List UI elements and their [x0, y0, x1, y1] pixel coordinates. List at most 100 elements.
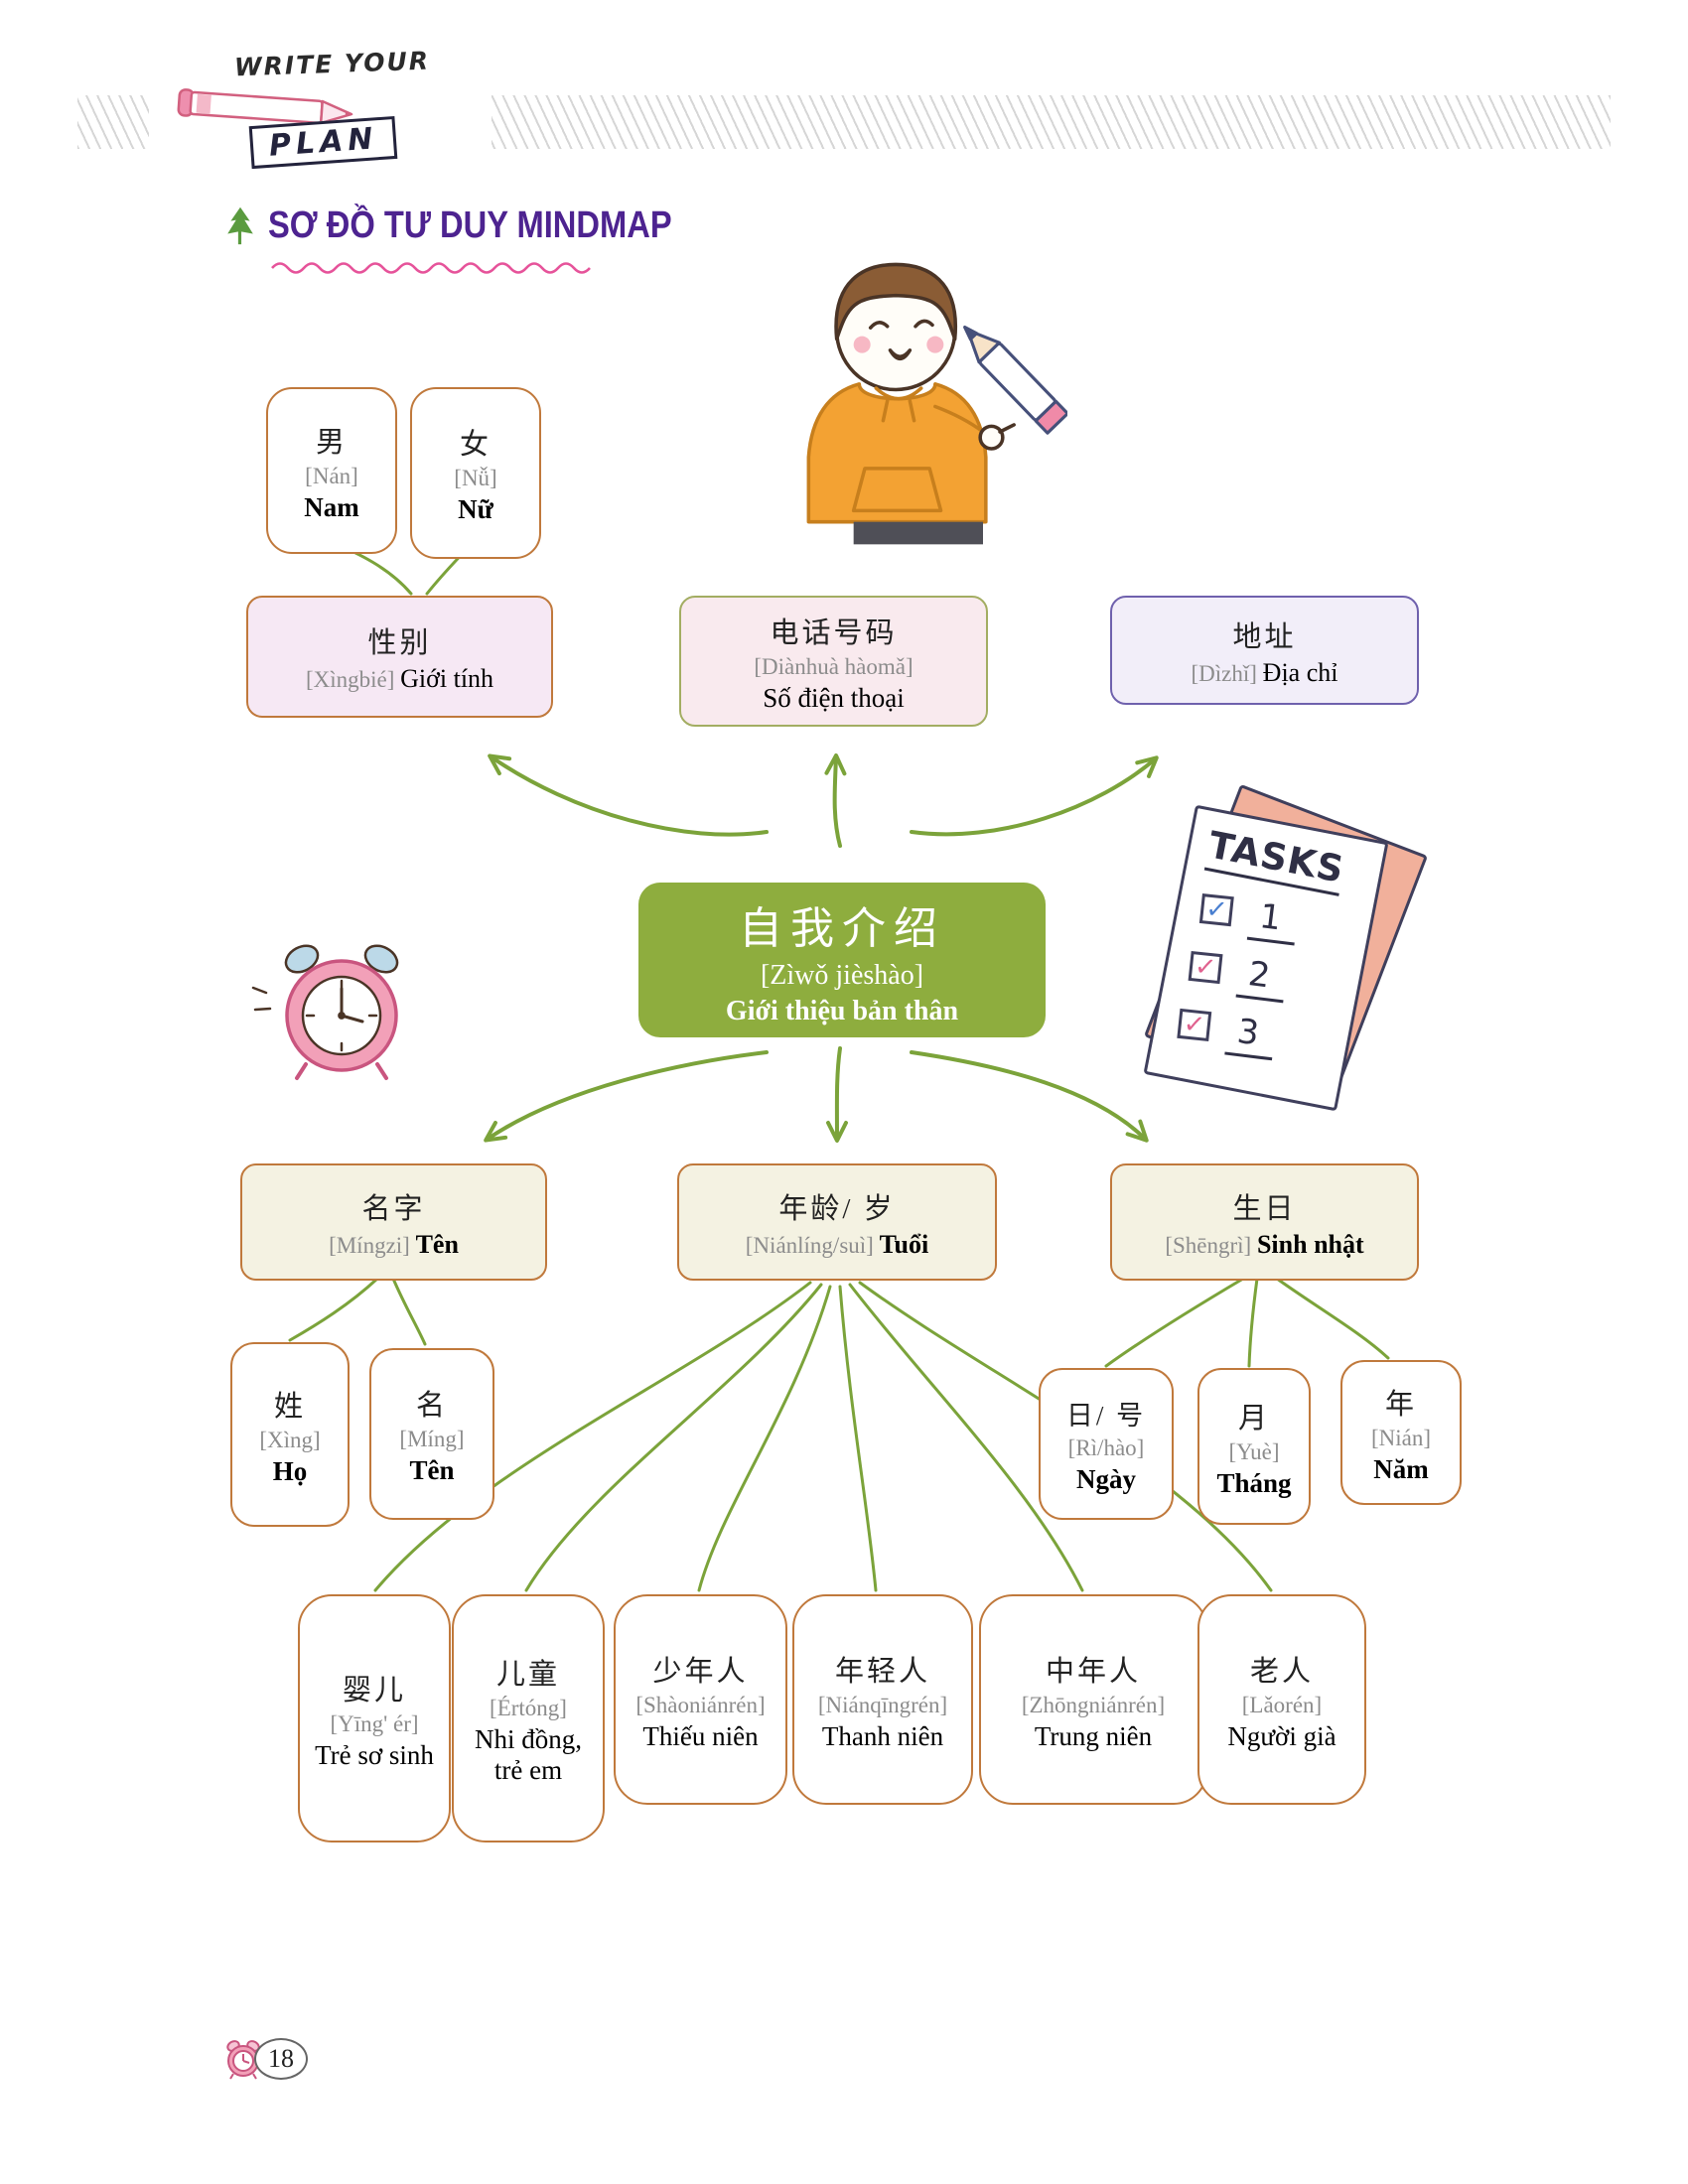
node-teenager: 少年人 [Shàoniánrén] Thiếu niên [614, 1594, 787, 1805]
node-middle-aged: 中年人 [Zhōngniánrén] Trung niên [979, 1594, 1207, 1805]
checkbox-checked-icon: ✓ [1177, 1008, 1212, 1041]
logo-plan-badge: PLAN [248, 115, 398, 170]
alarm-clock-illustration [251, 944, 399, 1080]
node-gender-branch: 性别 [Xìngbié] Giới tính [246, 596, 553, 718]
day-hanzi: 日/ 号 [1065, 1400, 1147, 1431]
birthday-label: [Shēngrì] Sinh nhật [1165, 1230, 1363, 1260]
middle-aged-hanzi: 中年人 [1045, 1655, 1141, 1688]
tasks-title: TASKS [1203, 823, 1348, 896]
child-pinyin: [Értóng] [490, 1696, 567, 1720]
teenager-hanzi: 少年人 [652, 1655, 749, 1688]
surname-pinyin: [Xìng] [259, 1427, 321, 1452]
infant-pinyin: [Yīng' ér] [330, 1710, 419, 1736]
node-year: 年 [Nián] Năm [1340, 1360, 1462, 1505]
checkbox-checked-icon: ✓ [1188, 950, 1223, 984]
year-hanzi: 年 [1384, 1388, 1417, 1421]
node-name-branch: 名字 [Míngzi] Tên [240, 1163, 547, 1281]
tasks-illustration: TASKS ✓ 1 ✓ 2 ✓ 3 [1142, 783, 1429, 1137]
gender-pinyin: [Xìngbié] [305, 667, 395, 692]
node-given-name: 名 [Míng] Tên [369, 1348, 494, 1520]
center-pinyin: [Zìwǒ jièshào] [760, 960, 924, 991]
node-address-branch: 地址 [Dìzhǐ] Địa chỉ [1110, 596, 1419, 705]
day-viet: Ngày [1076, 1463, 1136, 1494]
center-viet: Giới thiệu bản thân [725, 996, 959, 1026]
young-adult-hanzi: 年轻人 [834, 1655, 930, 1688]
phone-pinyin: [Diànhuà hàomǎ] [754, 653, 914, 679]
page-number: 18 [254, 2038, 308, 2080]
surname-viet: Họ [272, 1455, 308, 1486]
year-viet: Năm [1373, 1453, 1429, 1484]
node-age-branch: 年龄/ 岁 [Niánlíng/suì] Tuổi [677, 1163, 997, 1281]
name-viet: Tên [415, 1229, 459, 1259]
page-title: SƠ ĐỒ TƯ DUY MINDMAP [268, 205, 672, 246]
elderly-hanzi: 老人 [1249, 1655, 1314, 1688]
elderly-viet: Người già [1227, 1720, 1336, 1751]
pencil-icon [177, 88, 353, 125]
female-viet: Nữ [458, 494, 493, 524]
center-node: 自我介绍 [Zìwǒ jièshào] Giới thiệu bản thân [638, 883, 1046, 1037]
child-viet: Nhi đồng, trẻ em [475, 1724, 582, 1785]
age-pinyin: [Niánlíng/suì] [745, 1232, 874, 1258]
year-pinyin: [Nián] [1370, 1425, 1432, 1450]
given-name-viet: Tên [409, 1455, 455, 1485]
month-pinyin: [Yuè] [1228, 1438, 1280, 1464]
write-your-plan-logo: WRITE YOUR PLAN [149, 42, 492, 181]
name-hanzi: 名字 [361, 1192, 426, 1225]
birthday-hanzi: 生日 [1232, 1192, 1297, 1225]
page-number-block: 18 [220, 2037, 308, 2081]
surname-hanzi: 姓 [273, 1390, 306, 1423]
address-pinyin: [Dìzhǐ] [1191, 660, 1257, 686]
checkbox-checked-icon: ✓ [1198, 892, 1234, 926]
teenager-viet: Thiếu niên [642, 1720, 759, 1751]
gender-viet: Giới tính [400, 664, 494, 693]
node-child: 儿童 [Értóng] Nhi đồng, trẻ em [452, 1594, 605, 1843]
task-number: 1 [1246, 894, 1300, 946]
male-viet: Nam [304, 491, 359, 522]
child-hanzi: 儿童 [495, 1659, 560, 1691]
infant-viet: Trẻ sơ sinh [315, 1739, 434, 1770]
teenager-pinyin: [Shàoniánrén] [635, 1692, 766, 1717]
address-viet: Địa chỉ [1262, 657, 1338, 687]
middle-aged-viet: Trung niên [1034, 1720, 1153, 1751]
node-month: 月 [Yuè] Tháng [1197, 1368, 1311, 1525]
address-hanzi: 地址 [1232, 620, 1297, 653]
node-female: 女 [Nǚ] Nữ [410, 387, 541, 559]
node-infant: 婴儿 [Yīng' ér] Trẻ sơ sinh [298, 1594, 451, 1843]
given-name-pinyin: [Míng] [399, 1427, 465, 1451]
age-viet: Tuổi [879, 1229, 929, 1259]
phone-viet: Số điện thoại [763, 682, 905, 713]
center-hanzi: 自我介绍 [739, 904, 945, 953]
gender-hanzi: 性别 [367, 627, 432, 659]
boy-illustration [806, 262, 1067, 545]
node-day: 日/ 号 [Rì/hào] Ngày [1039, 1368, 1174, 1520]
middle-aged-pinyin: [Zhōngniánrén] [1021, 1692, 1166, 1717]
name-label: [Míngzi] Tên [329, 1230, 459, 1260]
phone-hanzi: 电话号码 [770, 616, 898, 649]
elderly-pinyin: [Lǎorén] [1241, 1692, 1323, 1717]
age-hanzi: 年龄/ 岁 [778, 1192, 896, 1225]
wavy-underline [271, 262, 591, 274]
infant-hanzi: 婴儿 [342, 1674, 406, 1706]
female-hanzi: 女 [459, 429, 492, 461]
task-number: 3 [1224, 1010, 1278, 1061]
node-surname: 姓 [Xìng] Họ [230, 1342, 350, 1527]
male-pinyin: [Nán] [305, 463, 358, 488]
birthday-pinyin: [Shēngrì] [1165, 1232, 1252, 1258]
logo-line1: WRITE YOUR [233, 46, 431, 82]
node-young-adult: 年轻人 [Niánqīngrén] Thanh niên [792, 1594, 973, 1805]
male-hanzi: 男 [315, 426, 348, 459]
month-viet: Tháng [1216, 1467, 1292, 1498]
tree-icon [227, 206, 253, 245]
birthday-viet: Sinh nhật [1256, 1229, 1364, 1259]
mini-clock-icon [226, 2040, 260, 2080]
young-adult-viet: Thanh niên [821, 1720, 944, 1751]
node-elderly: 老人 [Lǎorén] Người già [1197, 1594, 1366, 1805]
tasks-front-sheet: TASKS ✓ 1 ✓ 2 ✓ 3 [1143, 804, 1389, 1112]
age-label: [Niánlíng/suì] Tuổi [746, 1230, 928, 1260]
node-birthday-branch: 生日 [Shēngrì] Sinh nhật [1110, 1163, 1419, 1281]
node-male: 男 [Nán] Nam [266, 387, 397, 554]
female-pinyin: [Nǚ] [454, 466, 497, 490]
address-label: [Dìzhǐ] Địa chỉ [1192, 658, 1338, 688]
